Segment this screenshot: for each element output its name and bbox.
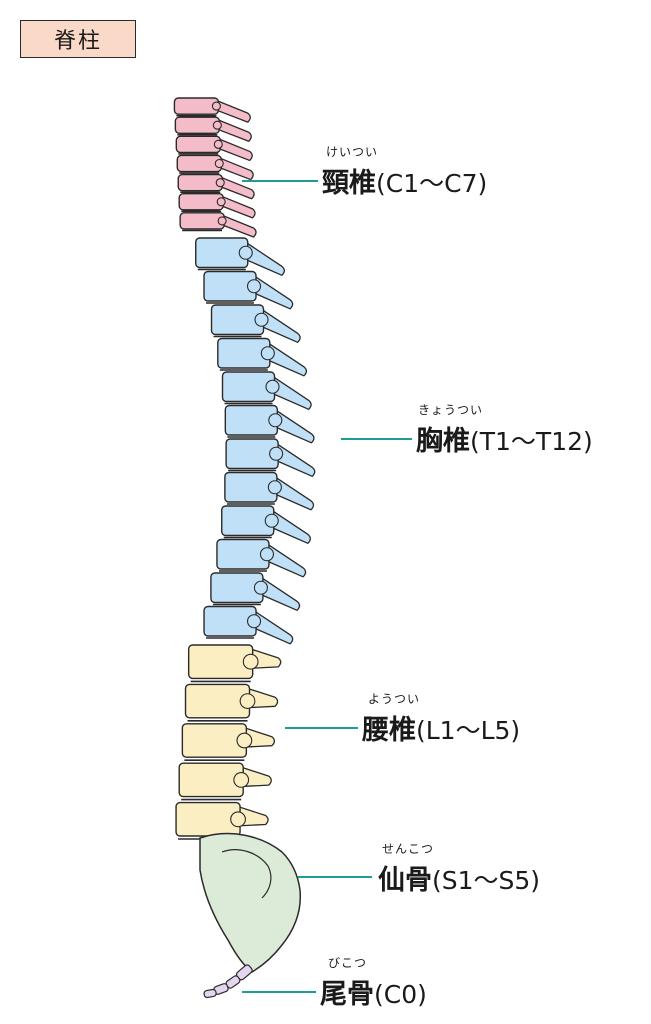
thoracic-vertebrae (195, 237, 316, 645)
lumbar-vertebrae (175, 644, 282, 840)
cervical-spinous-process (216, 156, 254, 181)
cervical-articular-process (212, 120, 222, 130)
cervical-vertebral-body (177, 173, 223, 192)
thoracic-vertebra (195, 237, 285, 276)
cervical-spinous-process (214, 118, 252, 142)
cervical-vertebral-body (175, 135, 222, 154)
range-sacrum: (S1〜S5) (432, 866, 541, 895)
lumbar-articular-process (242, 653, 259, 670)
coccyx-segment-4 (203, 988, 217, 999)
thoracic-articular-process (264, 513, 279, 528)
thoracic-articular-process (269, 446, 284, 461)
ruby-thoracic: きょうつい (418, 403, 484, 417)
ruby-sacrum: せんこつ (382, 842, 435, 856)
cervical-vertebra (174, 116, 252, 142)
thoracic-vertebra (224, 404, 315, 444)
lumbar-articular-process (233, 772, 250, 788)
lumbar-vertebra (187, 644, 282, 683)
cervical-spinous-process (215, 137, 253, 162)
thoracic-vertebra (203, 270, 294, 310)
thoracic-spinous-process (251, 273, 294, 310)
thoracic-articular-process (268, 413, 283, 428)
cervical-articular-process (217, 216, 227, 226)
thoracic-spinous-process (258, 575, 301, 611)
thoracic-articular-process (267, 480, 282, 495)
cervical-vertebra (176, 154, 254, 181)
cervical-spinous-process (219, 213, 257, 238)
thoracic-spinous-process (258, 307, 301, 343)
thoracic-articular-process (247, 614, 262, 629)
thoracic-spinous-process (272, 407, 315, 444)
sacrum-bone (199, 832, 302, 973)
cervical-vertebrae (173, 97, 257, 238)
thoracic-articular-process (259, 547, 274, 562)
cervical-vertebra (177, 173, 255, 200)
lumbar-vertebra (181, 723, 276, 762)
thoracic-spinous-process (273, 441, 316, 477)
lumbar-articular-process (236, 732, 253, 749)
sacrum-shape (199, 832, 302, 973)
cervical-vertebra (178, 193, 256, 219)
cervical-articular-process (211, 101, 221, 111)
cervical-vertebra (179, 212, 257, 238)
cervical-articular-process (215, 178, 225, 188)
name-coccyx: 尾骨(C0) (320, 979, 427, 1010)
thoracic-vertebra (216, 538, 307, 578)
thoracic-articular-process (260, 346, 275, 361)
cervical-spinous-process (217, 175, 255, 200)
cervical-vertebral-body (178, 193, 224, 211)
thoracic-spinous-process (269, 508, 311, 544)
diagram-title: 脊柱 (20, 20, 136, 58)
range-lumbar: (L1〜L5) (416, 716, 521, 745)
cervical-articular-process (216, 197, 226, 207)
name-sacrum: 仙骨(S1〜S5) (378, 865, 541, 896)
thoracic-vertebra (210, 572, 301, 611)
cervical-vertebral-body (179, 212, 225, 230)
name-thoracic: 胸椎(T1〜T12) (416, 426, 593, 457)
thoracic-articular-process (254, 312, 269, 327)
coccyx-bone (203, 964, 253, 999)
cervical-spinous-process (213, 98, 251, 123)
thoracic-articular-process (238, 245, 253, 260)
name-lumbar: 腰椎(L1〜L5) (362, 715, 521, 746)
thoracic-vertebra (217, 337, 308, 377)
range-thoracic: (T1〜T12) (470, 427, 593, 456)
lumbar-vertebra (178, 762, 272, 801)
cervical-vertebral-body (176, 154, 222, 173)
thoracic-vertebra (225, 438, 316, 477)
cervical-articular-process (213, 139, 223, 149)
cervical-spinous-process (218, 194, 256, 219)
thoracic-spinous-process (243, 240, 285, 276)
ruby-lumbar: ようつい (368, 692, 421, 706)
sacrum-inner-line (221, 849, 272, 899)
ruby-coccyx: びこつ (328, 956, 368, 970)
range-cervical: (C1〜C7) (376, 169, 488, 198)
cervical-vertebra (175, 135, 253, 162)
thoracic-vertebra (203, 605, 294, 645)
thoracic-spinous-process (272, 474, 315, 511)
range-coccyx: (C0) (374, 980, 427, 1009)
thoracic-vertebra (224, 471, 315, 511)
thoracic-vertebra (221, 505, 311, 544)
lumbar-articular-process (230, 811, 246, 828)
thoracic-spinous-process (265, 340, 308, 377)
lumbar-vertebra (184, 683, 279, 722)
thoracic-articular-process (265, 379, 280, 394)
leader-lines (242, 180, 412, 993)
thoracic-vertebra (221, 371, 312, 410)
thoracic-vertebra (210, 304, 301, 343)
ruby-cervical: けいつい (326, 145, 379, 159)
cervical-vertebra (173, 97, 251, 123)
thoracic-articular-process (253, 580, 268, 595)
cervical-articular-process (214, 158, 224, 169)
thoracic-articular-process (246, 279, 262, 294)
thoracic-spinous-process (269, 374, 312, 410)
name-cervical: 頸椎(C1〜C7) (322, 168, 488, 199)
cervical-vertebral-body (173, 97, 220, 115)
thoracic-spinous-process (264, 541, 307, 578)
lumbar-articular-process (239, 693, 256, 709)
thoracic-spinous-process (251, 608, 294, 645)
cervical-vertebral-body (174, 116, 221, 134)
